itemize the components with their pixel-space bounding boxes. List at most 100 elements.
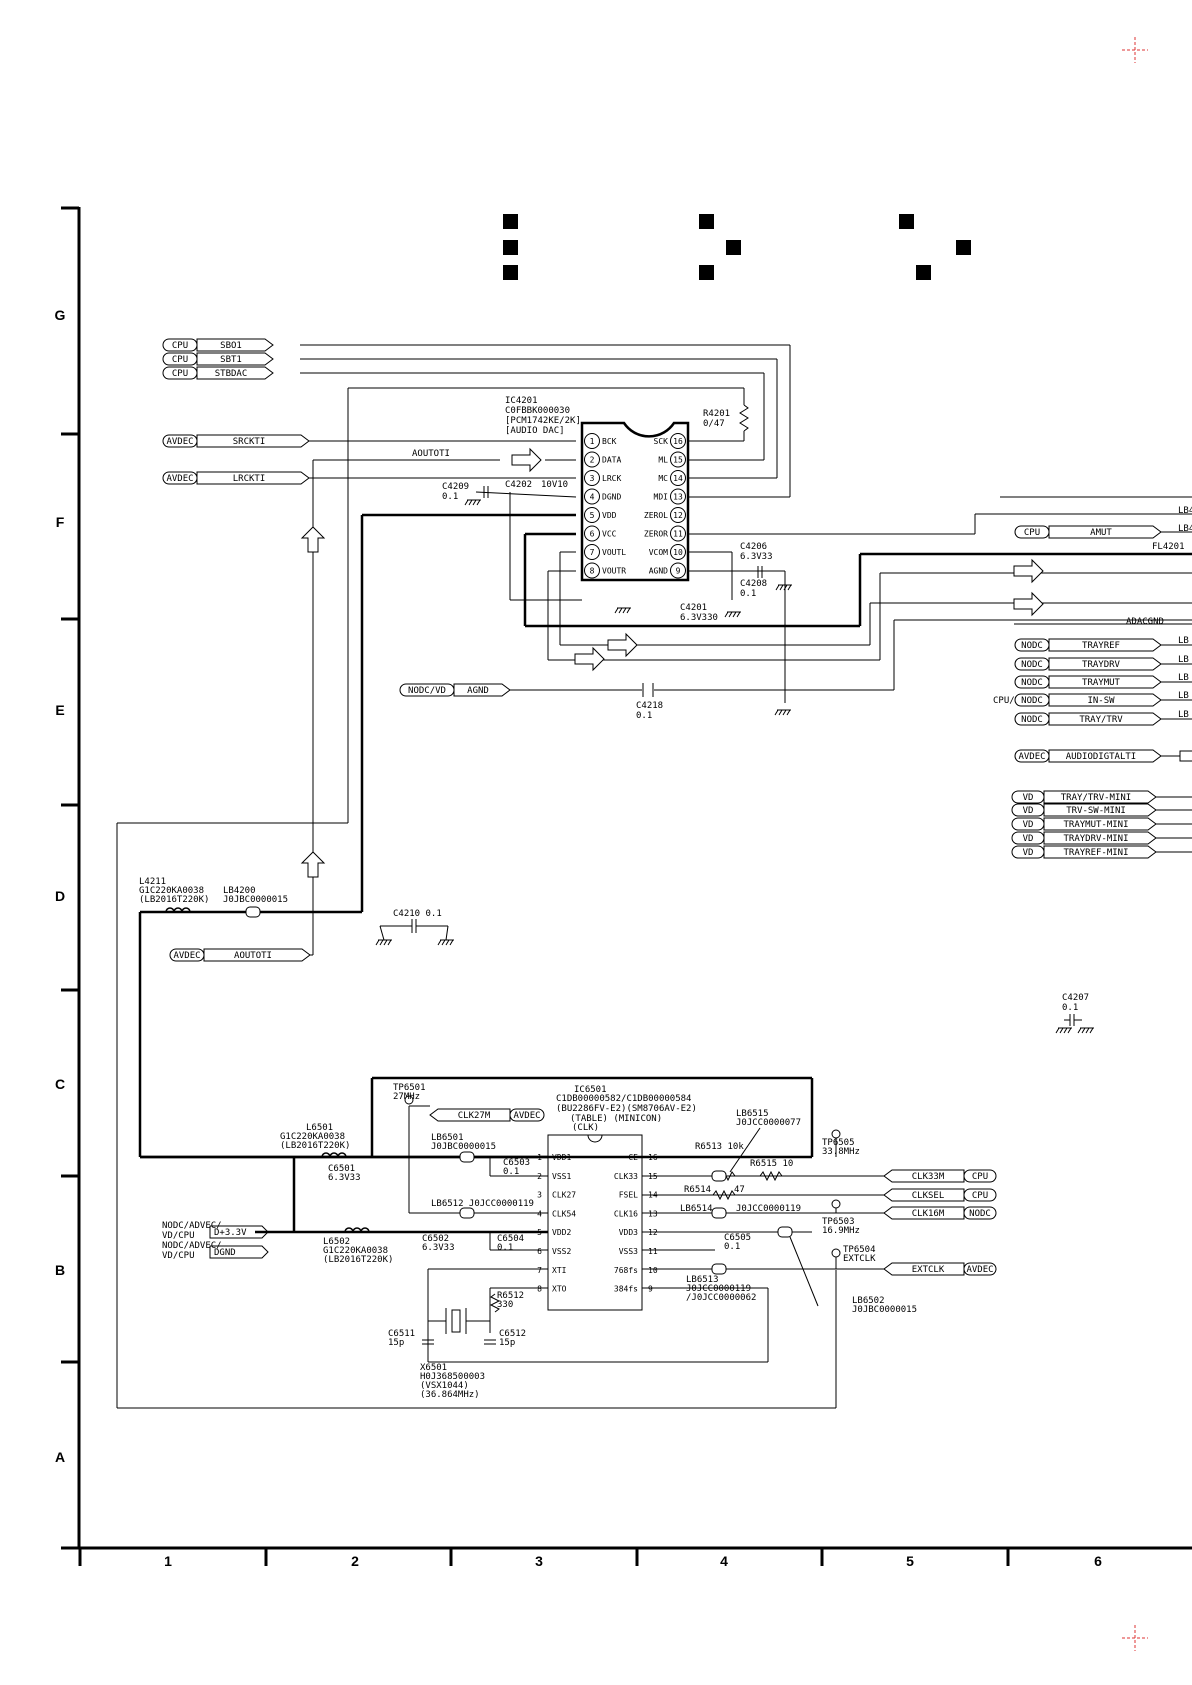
lb-net: LB: [1178, 710, 1189, 720]
c4218-value: 0.1: [636, 711, 652, 721]
pin-number: 6: [590, 530, 595, 539]
x6501-type: (VSX1044): [420, 1381, 469, 1391]
l4211-type: (LB2016T220K): [139, 895, 209, 905]
c6502-label: C6502: [422, 1234, 449, 1244]
c4202-label: C4202: [505, 480, 532, 490]
pin-name: ML: [658, 456, 668, 465]
connector-tag: VD: [1023, 820, 1034, 830]
c4202-value: 10V10: [541, 480, 568, 490]
c6505-label: C6505: [724, 1233, 751, 1243]
lb6513-label: LB6513: [686, 1275, 719, 1285]
pin-name: LRCK: [602, 474, 621, 483]
lb6501-label: LB6501: [431, 1133, 464, 1143]
r6514-label: R6514: [684, 1185, 711, 1195]
connector-stbdac: CPU STBDAC: [162, 366, 274, 380]
ic6501-line: (CLK): [572, 1123, 599, 1133]
l6502-label: L6502: [323, 1237, 350, 1247]
lb-net: LB4: [1178, 524, 1192, 534]
pin-number-circle: [584, 470, 600, 486]
connector-label: STBDAC: [215, 369, 248, 379]
pin-number: 12: [648, 1228, 658, 1237]
tp6505-label: TP6505: [822, 1138, 855, 1148]
lb6515-part: J0JCC0000077: [736, 1118, 801, 1128]
aoutoti-net: AOUTOTI: [412, 449, 450, 459]
lb6515-label: LB6515: [736, 1109, 769, 1119]
connector-tag: NODC: [1021, 678, 1043, 688]
pin-number-circle: [670, 488, 686, 505]
lb6502-label: LB6502: [852, 1296, 885, 1306]
pin-name: SCK: [654, 437, 669, 446]
pin-number: 11: [673, 530, 683, 539]
connector-tag: CPU: [972, 1191, 988, 1201]
pin-number-circle: [584, 433, 600, 449]
pin-number: 7: [590, 548, 595, 557]
c6501-label: C6501: [328, 1164, 355, 1174]
col-label: 1: [164, 1553, 172, 1569]
pin-number-circle: [584, 562, 600, 579]
connector-clksel: CLKSEL CPU: [883, 1188, 997, 1202]
connector-tag: AVDEC: [166, 474, 193, 484]
adacgnd-net: ADACGND: [1126, 617, 1164, 627]
pin-name: VOUTR: [602, 567, 626, 576]
pin-name: CLK27: [552, 1191, 576, 1200]
lb6514-label: LB6514: [680, 1204, 713, 1214]
c4207-value: 0.1: [1062, 1003, 1078, 1013]
r6515-label: R6515 10: [750, 1159, 793, 1169]
tp6501-value: 27MHz: [393, 1092, 420, 1102]
connector-tag: AVDEC: [513, 1111, 540, 1121]
connector-tag: CPU: [172, 369, 188, 379]
connector-label: D+3.3V: [214, 1228, 247, 1238]
pin-name: CLK16: [614, 1209, 638, 1218]
connector-label: TRAYMUT-MINI: [1063, 820, 1128, 830]
c6504-value: 0.1: [497, 1243, 513, 1253]
connector-label: TRAYDRV: [1082, 660, 1121, 670]
pin-number: 13: [648, 1209, 658, 1218]
pin-number-circle: [584, 488, 600, 505]
connector-tag: NODC: [1021, 715, 1043, 725]
clock-generator-section: IC6501 C1DB00000582/C1DB00000584 (BU2286…: [140, 1085, 884, 1363]
pin-number-circle: [584, 507, 600, 523]
l6502-type: (LB2016T220K): [323, 1255, 393, 1265]
pin-number: 15: [648, 1172, 658, 1181]
ic6501-line: IC6501: [574, 1085, 607, 1095]
connector-tag: NODC: [1021, 696, 1043, 706]
l6501-part: G1C220KA0038: [280, 1132, 345, 1142]
c4201-label: C4201: [680, 603, 707, 613]
pin-name: VDD2: [552, 1228, 571, 1237]
c6501-value: 6.3V33: [328, 1173, 361, 1183]
connector-label: CLK33M: [912, 1172, 945, 1182]
connector-tag: CPU: [172, 355, 188, 365]
pin-number-circle: [584, 544, 600, 560]
pin-number-circle: [670, 507, 686, 523]
connector-label: TRAYREF: [1082, 641, 1120, 651]
pin-number: 6: [537, 1247, 542, 1256]
pin-number-circle: [670, 544, 686, 560]
pin-number: 13: [673, 493, 683, 502]
pin-number-circle: [670, 451, 686, 468]
c4208-label: C4208: [740, 579, 767, 589]
connector-label: SRCKTI: [233, 437, 266, 447]
pin-number-circle: [670, 525, 686, 542]
pin-number: 14: [648, 1191, 658, 1200]
row-label: G: [55, 307, 66, 323]
pin-number: 15: [673, 456, 683, 465]
connector-label: EXTCLK: [912, 1265, 945, 1275]
connector-label: LRCKTI: [233, 474, 266, 484]
connector-label: TRAYMUT: [1082, 678, 1121, 688]
connector-tag: NODC: [1021, 660, 1043, 670]
connector-tag: AVDEC: [173, 951, 200, 961]
x6501-label: X6501: [420, 1363, 447, 1373]
connector-tag: VD: [1023, 793, 1034, 803]
pin-name: VSS2: [552, 1247, 571, 1256]
connector-label: TRAY/TRV-MINI: [1061, 793, 1131, 803]
connector-label: TRAYREF-MINI: [1063, 848, 1128, 858]
connector-label: CLKSEL: [912, 1191, 945, 1201]
connector-tag: AVDEC: [966, 1265, 993, 1275]
pin-name: VDD3: [619, 1228, 638, 1237]
r4201-label: R4201: [703, 409, 730, 419]
